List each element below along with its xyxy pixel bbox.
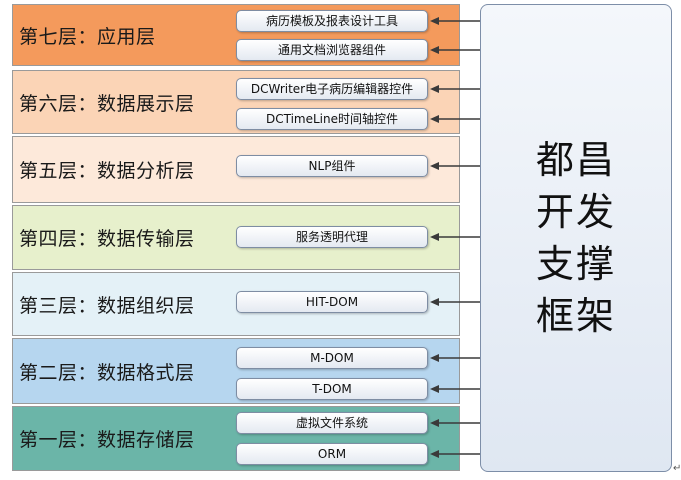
component-box: DCTimeLine时间轴控件 [236,108,428,130]
arrow-icon [430,115,480,123]
layer-label: 第三层：数据组织层 [19,294,195,317]
layer-label: 第六层：数据展示层 [19,92,195,115]
layer-label: 第二层：数据格式层 [19,361,195,384]
arrow-icon [430,17,480,25]
arrow-icon [430,85,480,93]
component-box: DCWriter电子病历编辑器控件 [236,78,428,100]
component-box: HIT-DOM [236,291,428,313]
arrow-icon [430,385,480,393]
component-box: 病历模板及报表设计工具 [236,10,428,32]
layer-label: 第一层：数据存储层 [19,429,195,451]
arrow-icon [430,162,480,170]
layer-label: 第七层：应用层 [19,25,156,48]
arrow-icon [430,298,480,306]
paragraph-mark: ↵ [673,463,681,474]
framework-box: 都昌开发支撑框架 [480,4,672,472]
arrow-icon [430,354,480,362]
component-box: NLP组件 [236,155,428,177]
arrow-icon [430,450,480,458]
component-box: T-DOM [236,378,428,400]
arrow-icon [430,233,480,241]
layer-label: 第四层：数据传输层 [19,228,195,250]
component-box: ORM [236,443,428,465]
component-box: 虚拟文件系统 [236,412,428,434]
arrow-icon [430,46,480,54]
component-box: 通用文档浏览器组件 [236,39,428,61]
component-box: M-DOM [236,347,428,369]
component-box: 服务透明代理 [236,226,428,248]
layer-label: 第五层：数据分析层 [19,160,195,182]
arrow-icon [430,419,480,427]
framework-label: 都昌开发支撑框架 [535,138,616,338]
